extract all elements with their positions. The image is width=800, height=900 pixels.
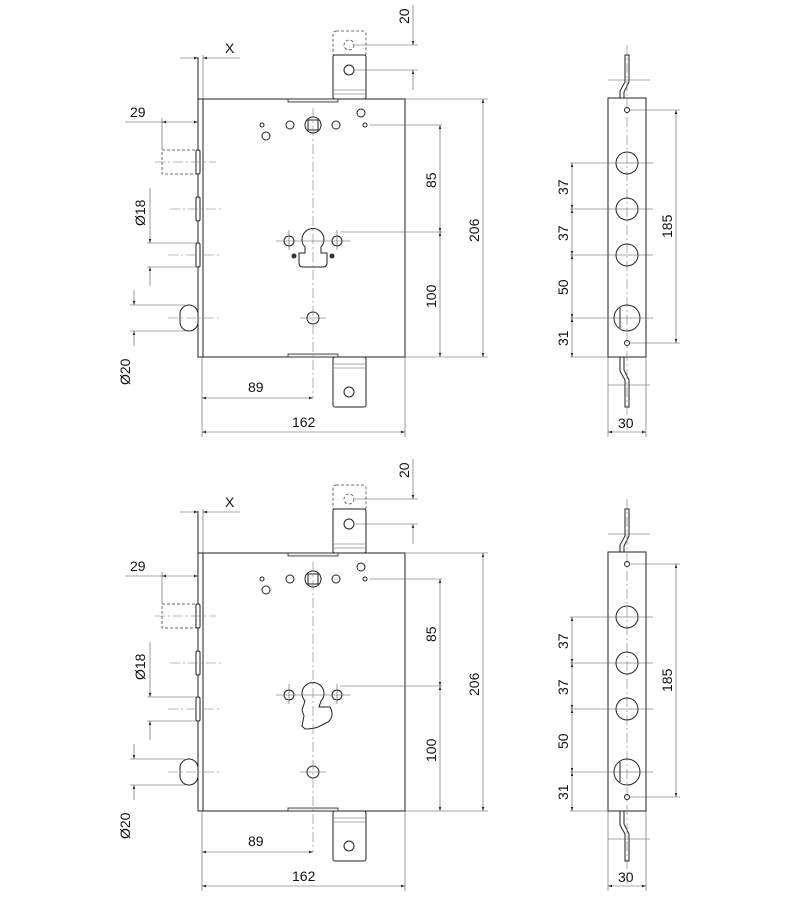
dim-89: 89	[248, 833, 264, 849]
dim-side-30: 30	[618, 415, 634, 431]
dim-side-37a: 37	[555, 179, 571, 195]
cylinder-keyhole	[298, 228, 328, 268]
lock-case	[202, 98, 406, 358]
lock-side-view: 37 37 50 31 185 30	[555, 499, 680, 891]
dim-diameter-20: Ø20	[117, 358, 133, 385]
dim-20: 20	[396, 462, 412, 478]
dim-85: 85	[423, 626, 439, 642]
dim-162: 162	[292, 868, 316, 884]
dim-206: 206	[466, 672, 482, 696]
dim-29: 29	[130, 558, 146, 574]
bottom-bolt-tab	[332, 356, 367, 408]
front-dimensions: X 29 Ø18 Ø20 85 100 206	[117, 5, 488, 437]
dim-29: 29	[130, 104, 146, 120]
dim-162: 162	[292, 414, 316, 430]
dim-85: 85	[423, 172, 439, 188]
dim-side-185: 185	[659, 214, 675, 238]
lock-drawing-top: X 29 Ø18 Ø20 85 100 206	[117, 5, 680, 437]
lock-front-view	[155, 484, 406, 862]
lock-side-view: 37 37 50 31 185 30	[555, 45, 680, 437]
dim-89: 89	[248, 379, 264, 395]
dim-side-50: 50	[555, 733, 571, 749]
dim-x: X	[225, 494, 235, 510]
cylinder-keyhole	[301, 682, 333, 730]
dim-side-37a: 37	[555, 633, 571, 649]
dim-side-31: 31	[555, 330, 571, 346]
front-dimensions: X 29 Ø18 Ø20 85 100 206	[117, 459, 488, 891]
dim-diameter-20: Ø20	[117, 812, 133, 839]
top-bolt-tab	[332, 54, 367, 100]
dim-x: X	[225, 40, 235, 56]
dim-side-185: 185	[659, 668, 675, 692]
lock-front-view	[155, 30, 406, 408]
lock-case	[202, 552, 406, 812]
lock-drawing-bottom: X 29 Ø18 Ø20 85 100 206	[117, 459, 680, 891]
dim-diameter-18: Ø18	[132, 653, 148, 680]
dim-100: 100	[423, 284, 439, 308]
dim-diameter-18: Ø18	[132, 199, 148, 226]
top-bolt-tab	[332, 508, 367, 554]
dim-side-30: 30	[618, 869, 634, 885]
dim-side-37b: 37	[555, 679, 571, 695]
top-bolt-extended-outline	[332, 30, 367, 58]
dim-20: 20	[396, 8, 412, 24]
dim-100: 100	[423, 738, 439, 762]
bottom-bolt-tab	[332, 810, 367, 862]
dim-side-31: 31	[555, 784, 571, 800]
dim-side-50: 50	[555, 279, 571, 295]
top-bolt-extended-outline	[332, 484, 367, 512]
dim-206: 206	[466, 218, 482, 242]
dim-side-37b: 37	[555, 225, 571, 241]
